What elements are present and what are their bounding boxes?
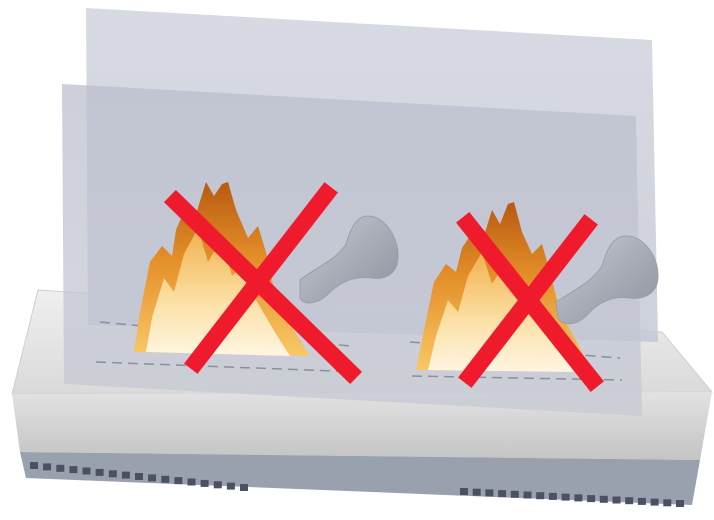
base-rivet: [460, 488, 468, 495]
base-rivet: [174, 477, 182, 484]
base-rivet: [227, 483, 235, 490]
base-rivet: [600, 496, 608, 503]
base-rivet: [56, 465, 64, 472]
base-rivet: [43, 463, 51, 470]
base-rivet: [663, 499, 671, 506]
base-rivet: [676, 500, 684, 507]
base-rivet: [587, 495, 595, 502]
base-rivet: [201, 480, 209, 487]
base-rivet: [135, 473, 143, 480]
base-rivet: [638, 498, 646, 505]
base-rivet: [148, 474, 156, 481]
base-rivet: [485, 489, 493, 496]
base-rivet: [109, 470, 117, 477]
base-rivet: [574, 494, 582, 501]
base-rivet: [214, 481, 222, 488]
base-rivet: [562, 494, 570, 501]
base-rivet: [122, 472, 130, 479]
base-rivet: [498, 490, 506, 497]
base-rivet: [161, 476, 169, 483]
base-rivet: [188, 479, 196, 486]
base-rivet: [96, 469, 104, 476]
base-rivet: [549, 493, 557, 500]
base-rivet: [69, 466, 77, 473]
base-rivet: [613, 497, 621, 504]
base-rivet: [473, 489, 481, 496]
base-rivet: [651, 499, 659, 506]
base-rivet: [511, 491, 519, 498]
base-rivet: [83, 468, 91, 475]
base-rivet: [30, 462, 38, 469]
base-rivet: [524, 492, 532, 499]
base-rivet: [625, 497, 633, 504]
base-rivet: [536, 492, 544, 499]
base-rivet: [240, 484, 248, 491]
